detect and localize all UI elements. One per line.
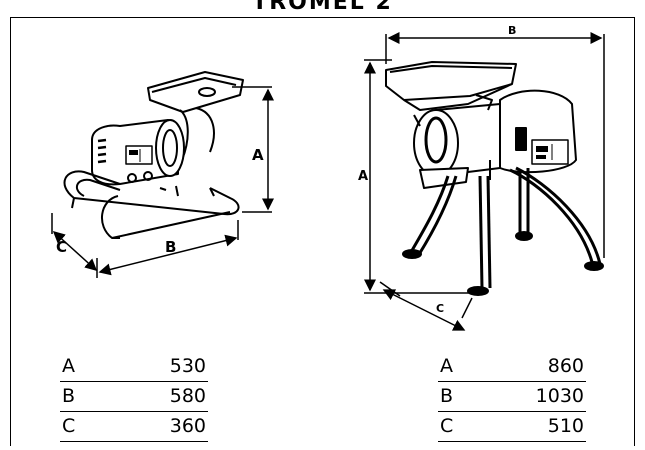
dimension-value: 360 [169,415,206,437]
dimension-key: B [440,385,454,407]
page-title: TROMEL 2 [252,0,393,15]
right-machine-illustration [385,61,604,296]
left-dimensions-table: A 530 B 580 C 360 [60,352,208,442]
dimension-row-c: C 360 [60,412,208,442]
right-label-a: A [358,169,368,184]
dimension-row-c: C 510 [438,412,586,442]
page-frame [10,17,635,446]
right-label-b: B [508,24,516,37]
dimension-key: A [62,355,75,377]
dimension-row-b: B 580 [60,382,208,412]
dimension-value: 860 [547,355,584,377]
left-machine-illustration [63,71,244,239]
dimension-value: 510 [547,415,584,437]
left-label-b: B [165,238,176,256]
right-dimensions-table: A 860 B 1030 C 510 [438,352,586,442]
dimension-key: C [440,415,454,437]
dimension-key: C [62,415,76,437]
dimension-row-a: A 530 [60,352,208,382]
right-dimension-lines [364,32,605,331]
right-label-c: C [436,302,444,315]
left-label-a: A [252,146,264,164]
dimension-key: A [440,355,453,377]
dimension-value: 1030 [535,385,584,407]
dimension-value: 580 [169,385,206,407]
dimension-value: 530 [169,355,206,377]
dimension-key: B [62,385,76,407]
left-dimension-lines [51,86,274,278]
dimension-row-a: A 860 [438,352,586,382]
left-label-c: C [56,238,67,256]
dimension-row-b: B 1030 [438,382,586,412]
